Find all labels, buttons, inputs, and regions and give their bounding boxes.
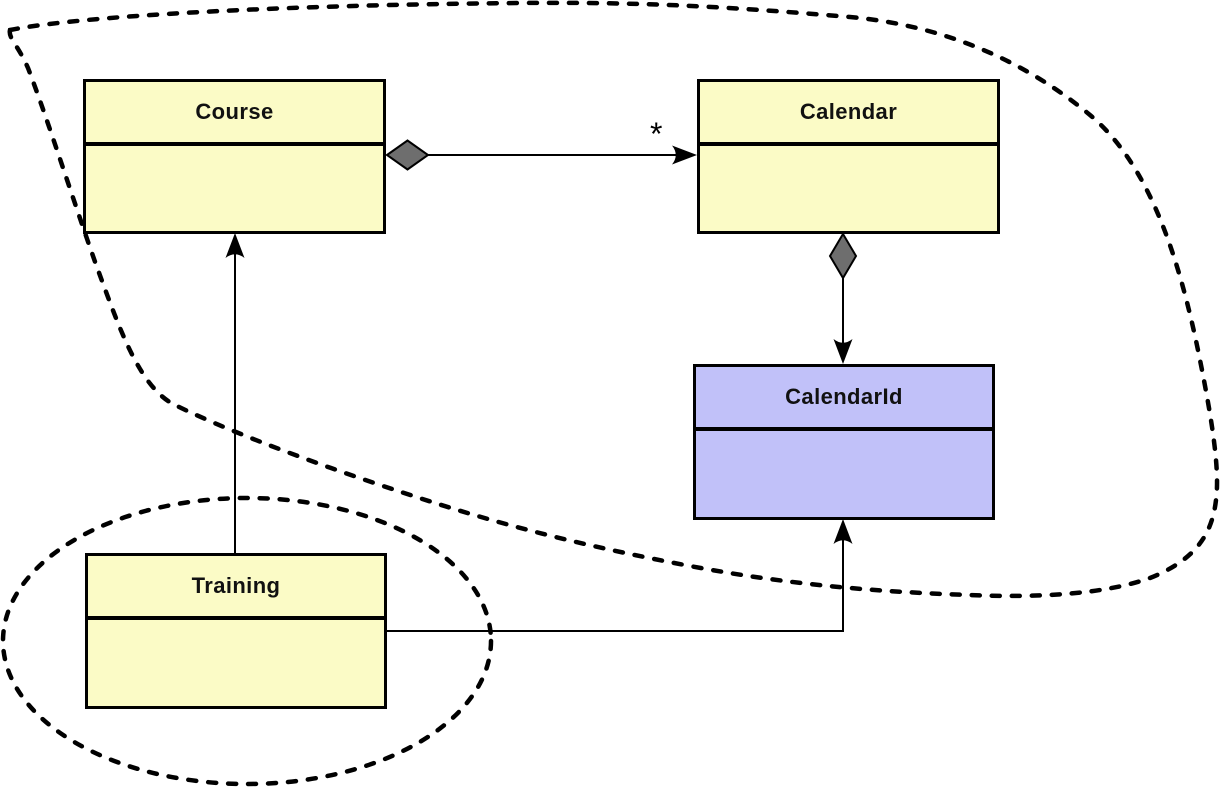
aggregation-diamond-course	[385, 139, 430, 171]
class-title-calendar: Calendar	[700, 82, 997, 146]
class-attributes-calendarid	[696, 431, 992, 517]
class-box-course: Course	[83, 79, 386, 234]
association-line-training-calendarid	[387, 540, 844, 632]
class-attributes-course	[86, 146, 383, 231]
class-box-calendar: Calendar	[697, 79, 1000, 234]
arrowhead-into-calendarid-bottom	[833, 519, 853, 544]
arrowhead-into-calendarid-top	[833, 339, 853, 364]
multiplicity-star-label: *	[650, 116, 663, 152]
dashed-blob-outline	[7, 0, 1220, 599]
class-title-course: Course	[86, 82, 383, 146]
aggregation-diamond-calendar	[828, 232, 858, 280]
class-box-calendarid: CalendarId	[693, 364, 995, 520]
arrowhead-into-course-bottom	[225, 233, 245, 258]
class-attributes-training	[88, 620, 384, 706]
arrowhead-into-calendar	[672, 145, 697, 165]
class-title-calendarid: CalendarId	[696, 367, 992, 431]
dashed-ellipse-training	[0, 495, 494, 787]
class-title-training: Training	[88, 556, 384, 620]
class-attributes-calendar	[700, 146, 997, 231]
class-box-training: Training	[85, 553, 387, 709]
